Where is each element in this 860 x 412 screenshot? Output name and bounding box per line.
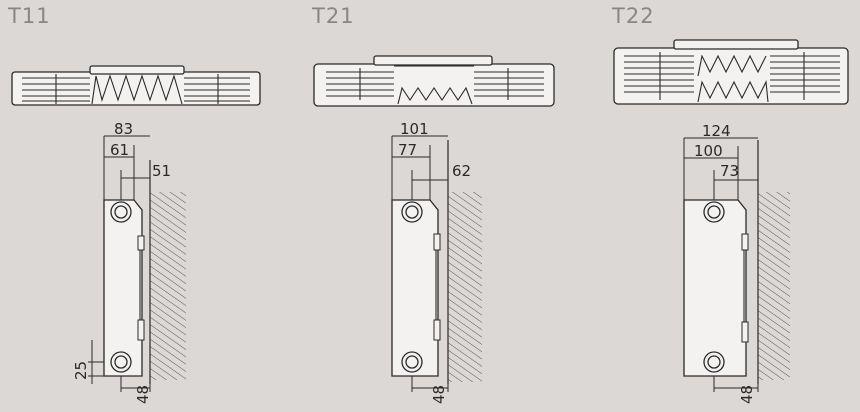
t11-top-view <box>11 65 261 106</box>
t11-overall-depth: 83 <box>114 120 133 138</box>
t22-mid-depth: 100 <box>694 142 723 160</box>
model-label-t22: T22 <box>612 4 655 28</box>
model-label-t21: T21 <box>312 4 355 28</box>
t21-pipe-gap: 48 <box>430 385 448 404</box>
t22-overall-depth: 124 <box>702 122 731 140</box>
t11-pipe-gap: 48 <box>134 385 152 404</box>
t22-wall-distance: 73 <box>720 162 739 180</box>
t21-mid-depth: 77 <box>398 141 417 159</box>
t11-bottom-offset: 25 <box>72 361 90 380</box>
t11-wall-distance: 51 <box>152 162 171 180</box>
t11-side-view: 83 61 51 25 48 <box>72 120 186 404</box>
t22-pipe-gap: 48 <box>738 385 756 404</box>
t21-top-view <box>313 55 555 107</box>
t21-wall-distance: 62 <box>452 162 471 180</box>
model-label-t11: T11 <box>8 4 51 28</box>
t11-mid-depth: 61 <box>110 141 129 159</box>
t21-side-view: 101 77 62 48 <box>391 120 482 404</box>
t22-side-view: 124 100 73 48 <box>683 122 790 404</box>
t21-wall-hatch <box>448 192 482 382</box>
t21-overall-depth: 101 <box>400 120 429 138</box>
t11-wall-hatch <box>150 192 186 380</box>
t22-wall-hatch <box>758 192 790 380</box>
t22-top-view <box>613 39 849 105</box>
